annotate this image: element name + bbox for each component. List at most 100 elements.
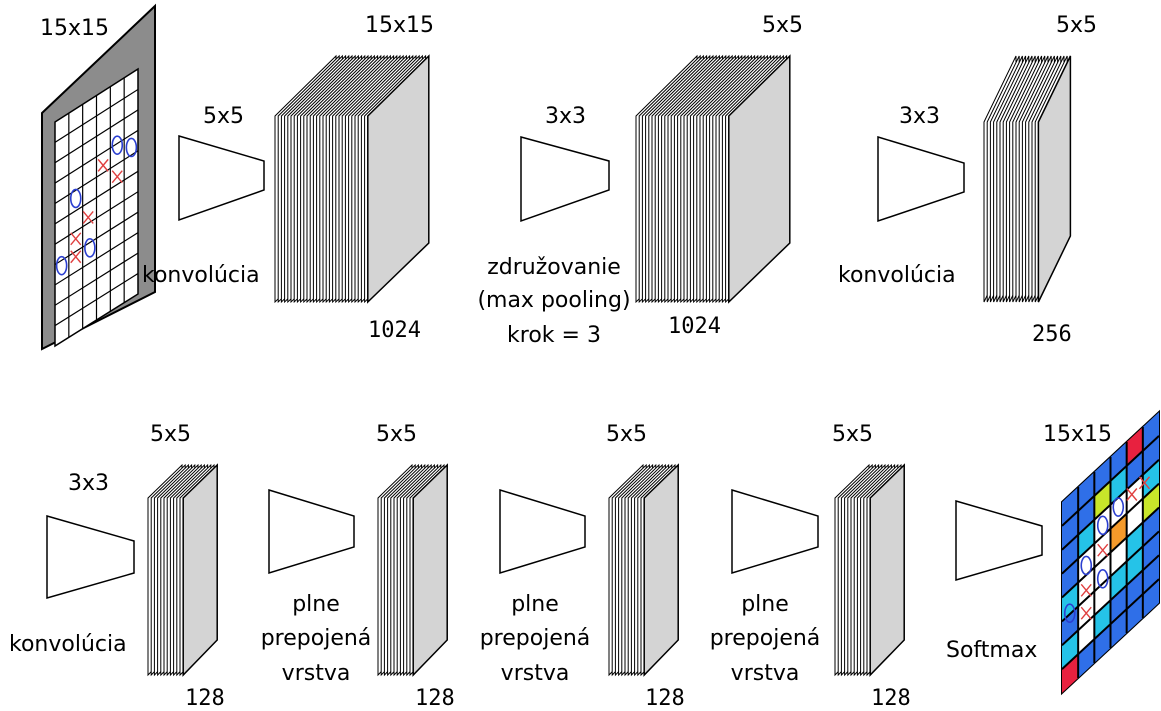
heat-cell <box>1078 472 1095 511</box>
o-mark <box>1096 515 1109 536</box>
o-mark <box>1080 555 1093 576</box>
output-heatmap-cells <box>1062 412 1159 693</box>
o-mark <box>1063 603 1076 624</box>
output-board <box>1061 409 1160 696</box>
heat-cell <box>1142 579 1159 618</box>
layer3-depth-label: 256 <box>1032 322 1072 347</box>
heat-cell <box>1142 555 1159 595</box>
heat-cell <box>1126 546 1143 586</box>
heat-cell <box>1094 504 1111 544</box>
fc1-op-line-1: plne <box>292 592 340 617</box>
fc-layer4-size-label: 5x5 <box>832 422 873 447</box>
heat-cell <box>1142 483 1159 523</box>
conv1-op-label: konvolúcia <box>142 263 260 288</box>
o-mark <box>111 135 124 155</box>
o-mark <box>1112 497 1125 517</box>
x-mark <box>1080 583 1092 597</box>
heat-cell <box>1078 495 1095 535</box>
heat-cell <box>1142 459 1159 499</box>
heat-cell <box>1062 654 1079 693</box>
heat-cell <box>1110 513 1127 553</box>
layer1-feature-stack <box>274 54 430 304</box>
pool-op-line-2: (max pooling) <box>477 288 630 313</box>
grid-line <box>55 109 138 164</box>
pool-op-line-1: združovanie <box>487 255 621 280</box>
feature-sheet-face <box>869 463 905 677</box>
fc-layer3-size-label: 5x5 <box>606 422 647 447</box>
layer2-feature-stack <box>635 54 791 304</box>
input-board <box>41 3 156 351</box>
heat-cell <box>1142 412 1159 451</box>
heat-cell <box>1078 615 1095 655</box>
heat-cell <box>1110 537 1127 577</box>
x-mark <box>111 170 123 184</box>
grid-line <box>1062 459 1159 551</box>
heat-cell <box>1094 457 1111 496</box>
x-mark <box>1126 488 1138 501</box>
o-mark <box>55 255 68 276</box>
heat-cell <box>1110 442 1127 481</box>
heat-cell <box>1126 427 1143 466</box>
x-mark <box>82 211 94 224</box>
fc2-op-line-3: vrstva <box>501 661 570 686</box>
grid-line <box>55 150 138 204</box>
fc-layer1-depth-label: 128 <box>185 686 225 711</box>
heat-cell <box>1142 531 1159 571</box>
fc1-op-line-2: prepojená <box>261 626 372 651</box>
fc3-op-line-3: vrstva <box>731 661 800 686</box>
heat-cell <box>1126 498 1143 538</box>
output-size-label: 15x15 <box>1043 422 1112 447</box>
x-mark <box>70 250 82 264</box>
feature-sheet-face <box>1037 55 1072 303</box>
heat-cell <box>1094 528 1111 568</box>
feature-sheet-face <box>182 463 218 677</box>
layer2-size-label: 5x5 <box>762 13 803 38</box>
conv2-trapezoid <box>877 135 965 223</box>
fc1-trapezoid <box>268 488 355 575</box>
conv3-kernel-label: 3x3 <box>68 471 109 496</box>
heat-cell <box>1126 570 1143 610</box>
conv1-trapezoid <box>178 134 265 222</box>
o-mark <box>84 238 96 258</box>
fc-layer4-depth-label: 128 <box>871 686 911 711</box>
fc2-op-line-2: prepojená <box>480 626 591 651</box>
heat-cell <box>1062 582 1079 622</box>
conv2-kernel-label: 3x3 <box>899 104 940 129</box>
heat-cell <box>1078 543 1095 583</box>
heat-cell <box>1094 480 1111 520</box>
fc3-trapezoid <box>731 488 819 575</box>
heat-cell <box>1062 534 1079 574</box>
softmax-label: Softmax <box>946 638 1037 663</box>
o-mark <box>1096 568 1109 589</box>
heat-cell <box>1126 594 1143 633</box>
fc-layer1-feature-stack <box>147 463 218 677</box>
grid-line <box>1062 506 1159 599</box>
grid-line <box>1062 554 1159 646</box>
x-mark <box>1097 543 1109 557</box>
x-mark <box>1138 476 1150 490</box>
input-board-marks <box>55 135 138 276</box>
heat-cell <box>1094 600 1111 640</box>
feature-sheet-face <box>367 54 430 304</box>
pool-kernel-label: 3x3 <box>545 104 586 129</box>
heat-cell <box>1142 507 1159 547</box>
output-board-grid <box>1062 427 1159 678</box>
heat-cell <box>1062 487 1079 526</box>
heat-cell <box>1078 639 1095 678</box>
grid-line <box>1062 578 1159 670</box>
conv2-op-label: konvolúcia <box>838 263 956 288</box>
layer1-size-label: 15x15 <box>365 13 434 38</box>
x-mark <box>70 232 82 246</box>
layer3-size-label: 5x5 <box>1056 13 1097 38</box>
grid-line <box>55 170 138 225</box>
fc2-trapezoid <box>499 488 586 575</box>
fc-layer3-depth-label: 128 <box>645 686 685 711</box>
o-mark <box>125 137 138 158</box>
grid-line <box>55 129 138 184</box>
heat-cell <box>1110 585 1127 625</box>
fc-layer1-size-label: 5x5 <box>150 422 191 447</box>
o-mark <box>69 188 82 209</box>
grid-line <box>1062 482 1159 575</box>
fc3-op-line-1: plne <box>741 592 789 617</box>
